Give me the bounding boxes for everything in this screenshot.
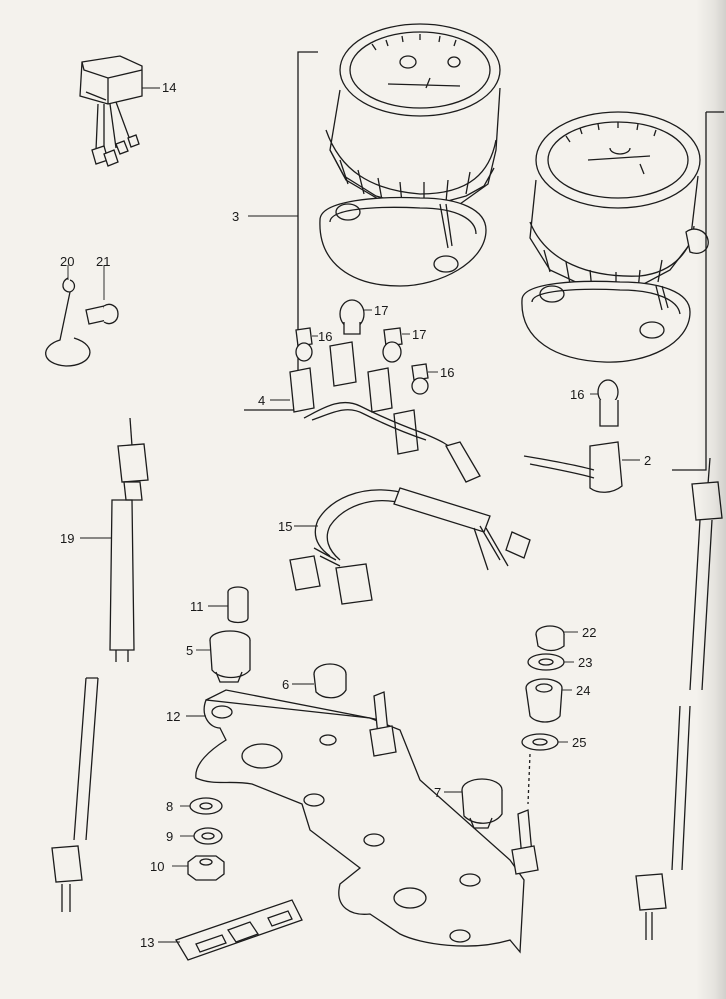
callout-12: 12 — [166, 709, 180, 724]
plate-13 — [175, 899, 303, 961]
callout-8: 8 — [166, 799, 173, 814]
page-edge-shadow — [696, 0, 726, 999]
callout-25: 25 — [572, 735, 586, 750]
callout-15: 15 — [278, 519, 292, 534]
socket-2 — [523, 441, 623, 493]
callout-16a: 16 — [318, 329, 332, 344]
callout-19: 19 — [60, 531, 74, 546]
bulb-17-top — [339, 299, 365, 335]
callout-5: 5 — [186, 643, 193, 658]
callout-2: 2 — [644, 453, 651, 468]
wiring-harness — [289, 487, 531, 605]
callout-20: 20 — [60, 254, 74, 269]
bulb-17-right — [382, 327, 403, 363]
callout-24: 24 — [576, 683, 590, 698]
callout-21: 21 — [96, 254, 110, 269]
callout-14: 14 — [162, 80, 176, 95]
bulb-16-lower — [597, 379, 619, 427]
lock-washer-9 — [193, 827, 223, 845]
callout-17b: 17 — [412, 327, 426, 342]
callout-13: 13 — [140, 935, 154, 950]
callout-9: 9 — [166, 829, 173, 844]
callout-11: 11 — [190, 599, 204, 614]
callout-4: 4 — [258, 393, 265, 408]
spring-clip — [45, 277, 91, 367]
relay-unit — [79, 55, 143, 167]
callout-16b: 16 — [440, 365, 454, 380]
bulb-16-left — [295, 327, 313, 362]
speedometer — [319, 23, 501, 287]
washer-25 — [521, 733, 559, 751]
cap-nut-22 — [535, 625, 565, 652]
washer-8 — [189, 797, 223, 815]
spacer-tube — [227, 586, 249, 624]
callout-3: 3 — [232, 209, 239, 224]
callout-17a: 17 — [374, 303, 388, 318]
callout-6: 6 — [282, 677, 289, 692]
screw — [85, 303, 119, 325]
socket-assembly — [289, 341, 481, 483]
callout-10: 10 — [150, 859, 164, 874]
meter-bracket — [195, 689, 539, 954]
bulb-16-right — [411, 363, 429, 395]
tachometer — [521, 111, 709, 363]
callout-16c: 16 — [570, 387, 584, 402]
callout-22: 22 — [582, 625, 596, 640]
grommet-7 — [461, 778, 503, 829]
damper-24 — [525, 678, 563, 723]
damper-5 — [209, 630, 251, 683]
washer-23 — [527, 653, 565, 671]
nut-10 — [187, 855, 225, 881]
grommet-6 — [313, 663, 347, 699]
callout-7: 7 — [434, 785, 441, 800]
meter-cable-right — [635, 457, 723, 940]
meter-cable-left — [51, 417, 149, 912]
callout-23: 23 — [578, 655, 592, 670]
